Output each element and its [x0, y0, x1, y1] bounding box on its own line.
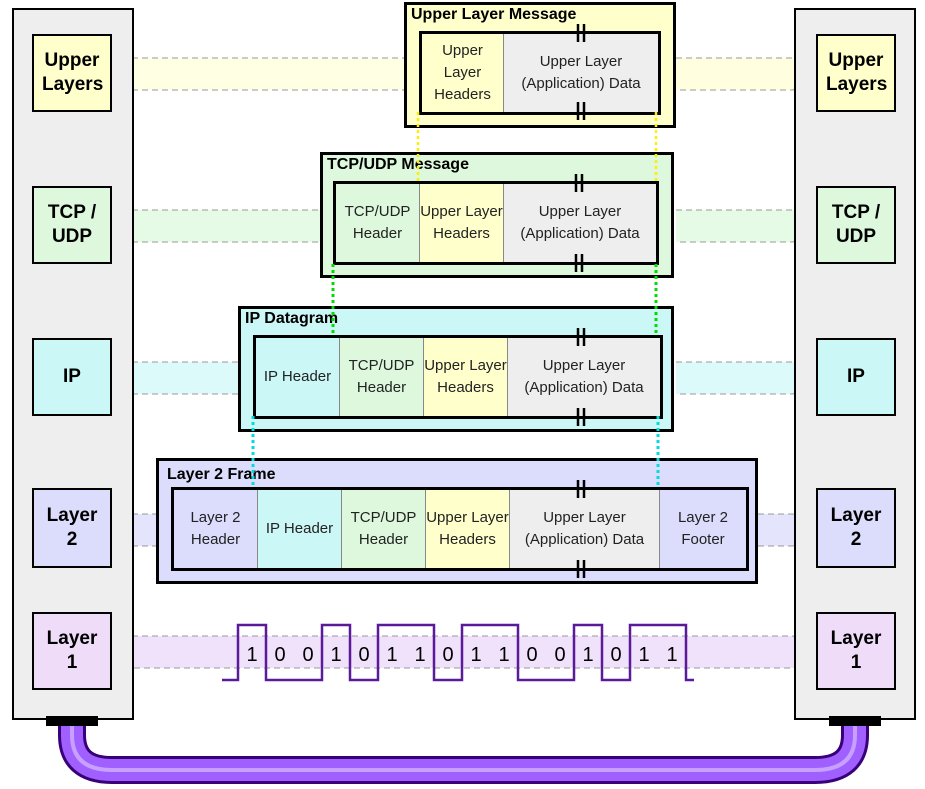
bit-label: 1 [666, 644, 677, 666]
cell-application-data: Upper Layer (Application) Data [510, 490, 660, 568]
break-mark-l2 [576, 480, 586, 578]
tcp-udp-message: TCP/UDP Message TCP/UDP Header Upper Lay… [320, 152, 674, 278]
left-layer-2: Layer 2 [32, 488, 112, 568]
right-layer-2-label: Layer 2 [830, 505, 882, 550]
cell-tcp-udp-header: TCP/UDP Header [342, 490, 426, 568]
peer-arrow-l1 [112, 635, 817, 669]
left-layer-upper: Upper Layers [32, 34, 112, 112]
cell-upper-layer-headers: Upper Layer Headers [420, 184, 504, 262]
left-layer-1-label: Layer 1 [46, 628, 98, 673]
ip-datagram: IP Datagram IP Header TCP/UDP Header Upp… [238, 306, 674, 432]
cell-application-data: Upper Layer (Application) Data [508, 338, 660, 416]
ip-datagram-title: IP Datagram [245, 310, 339, 327]
break-mark-ip [576, 328, 586, 426]
cell-upper-layer-headers: Upper Layer Headers [424, 338, 508, 416]
right-layer-1-label: Layer 1 [830, 628, 882, 673]
bit-label: 0 [274, 644, 285, 666]
left-layer-tcp-label: TCP / UDP [47, 202, 97, 247]
ip-datagram-body: IP Header TCP/UDP Header Upper Layer Hea… [253, 335, 663, 419]
right-layer-1: Layer 1 [816, 612, 896, 690]
bit-label: 1 [386, 644, 397, 666]
left-layer-2-label: Layer 2 [46, 505, 98, 550]
right-layer-2: Layer 2 [816, 488, 896, 568]
upper-layer-message-title: Upper Layer Message [411, 6, 577, 23]
tcp-udp-message-body: TCP/UDP Header Upper Layer Headers Upper… [333, 181, 659, 265]
left-layer-ip: IP [32, 338, 112, 416]
cell-layer-2-footer: Layer 2 Footer [660, 490, 746, 568]
right-layer-upper-label: Upper Layers [826, 50, 888, 95]
left-layer-1: Layer 1 [32, 612, 112, 690]
right-layer-ip-label: IP [847, 366, 865, 387]
cell-application-data: Upper Layer (Application) Data [504, 34, 658, 112]
bit-label: 0 [442, 644, 453, 666]
bit-label: 1 [582, 644, 593, 666]
cell-ip-header: IP Header [258, 490, 342, 568]
bit-label: 1 [330, 644, 341, 666]
upper-layer-message-body: Upper Layer Headers Upper Layer (Applica… [419, 31, 661, 115]
bit-label: 1 [498, 644, 509, 666]
left-connector-port [46, 716, 98, 726]
peer-arrow-upper [112, 57, 817, 91]
bit-label: 1 [414, 644, 425, 666]
cell-layer-2-header: Layer 2 Header [174, 490, 258, 568]
right-connector-port [829, 716, 881, 726]
tcp-udp-message-title: TCP/UDP Message [327, 156, 469, 173]
bit-label: 0 [302, 644, 313, 666]
left-layer-upper-label: Upper Layers [42, 50, 104, 95]
cell-upper-layer-headers: Upper Layer Headers [426, 490, 510, 568]
right-layer-ip: IP [816, 338, 896, 416]
upper-layer-message: Upper Layer Message Upper Layer Headers … [404, 2, 676, 128]
cell-ip-header: IP Header [256, 338, 340, 416]
bit-label: 1 [470, 644, 481, 666]
layer-2-frame-title: Layer 2 Frame [167, 466, 276, 483]
cell-application-data: Upper Layer (Application) Data [504, 184, 656, 262]
right-layer-tcp-label: TCP / UDP [831, 202, 881, 247]
bit-label: 1 [638, 644, 649, 666]
bit-label: 0 [526, 644, 537, 666]
cell-tcp-udp-header: TCP/UDP Header [336, 184, 420, 262]
bit-label: 0 [358, 644, 369, 666]
bit-label: 0 [554, 644, 565, 666]
break-mark-tcp [574, 174, 584, 272]
break-mark-upper [576, 24, 586, 120]
cell-upper-layer-headers: Upper Layer Headers [422, 34, 504, 112]
bit-label: 1 [246, 644, 257, 666]
right-layer-upper: Upper Layers [816, 34, 896, 112]
right-layer-tcp: TCP / UDP [816, 186, 896, 264]
cell-tcp-udp-header: TCP/UDP Header [340, 338, 424, 416]
bit-label: 0 [610, 644, 621, 666]
layer-2-frame-body: Layer 2 Header IP Header TCP/UDP Header … [171, 487, 749, 571]
bit-signal-wave [222, 623, 694, 682]
left-layer-ip-label: IP [63, 366, 81, 387]
left-layer-tcp: TCP / UDP [32, 186, 112, 264]
peer-arrow-ip [112, 361, 817, 395]
